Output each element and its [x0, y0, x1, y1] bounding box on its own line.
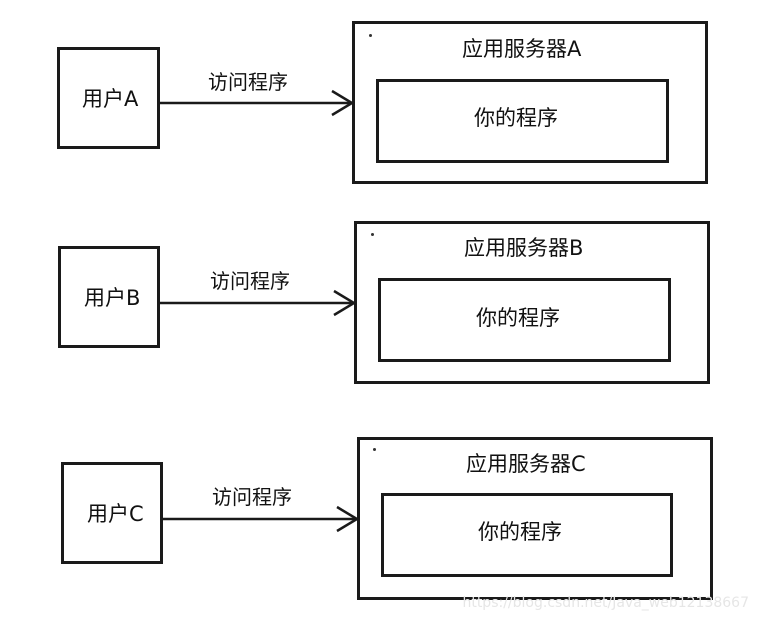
- user-b-label: 用户B: [84, 286, 141, 310]
- program-a-box: [376, 79, 669, 163]
- access-arrow-a-label: 访问程序: [208, 70, 288, 94]
- program-b-label: 你的程序: [476, 306, 560, 330]
- user-a-box: [57, 47, 160, 149]
- program-c-label: 你的程序: [478, 520, 562, 544]
- user-c-box: [61, 462, 163, 564]
- server-b-dot: [371, 233, 374, 236]
- user-b-box: [58, 246, 160, 348]
- server-c-dot: [373, 448, 376, 451]
- server-b-box: [354, 221, 710, 384]
- program-b-box: [378, 278, 671, 362]
- program-c-box: [381, 493, 673, 577]
- server-a-dot: [369, 34, 372, 37]
- user-c-label: 用户C: [87, 502, 144, 526]
- program-a-label: 你的程序: [474, 106, 558, 130]
- watermark: https://blog.csdn.net/Java_web12138667: [462, 595, 749, 611]
- user-a-label: 用户A: [82, 87, 139, 111]
- server-a-label: 应用服务器A: [462, 37, 582, 61]
- access-arrow-c-label: 访问程序: [212, 485, 292, 509]
- access-arrow-b-label: 访问程序: [210, 269, 290, 293]
- server-a-box: [352, 21, 708, 184]
- server-b-label: 应用服务器B: [464, 236, 584, 260]
- server-c-box: [357, 437, 713, 600]
- server-c-label: 应用服务器C: [466, 452, 586, 476]
